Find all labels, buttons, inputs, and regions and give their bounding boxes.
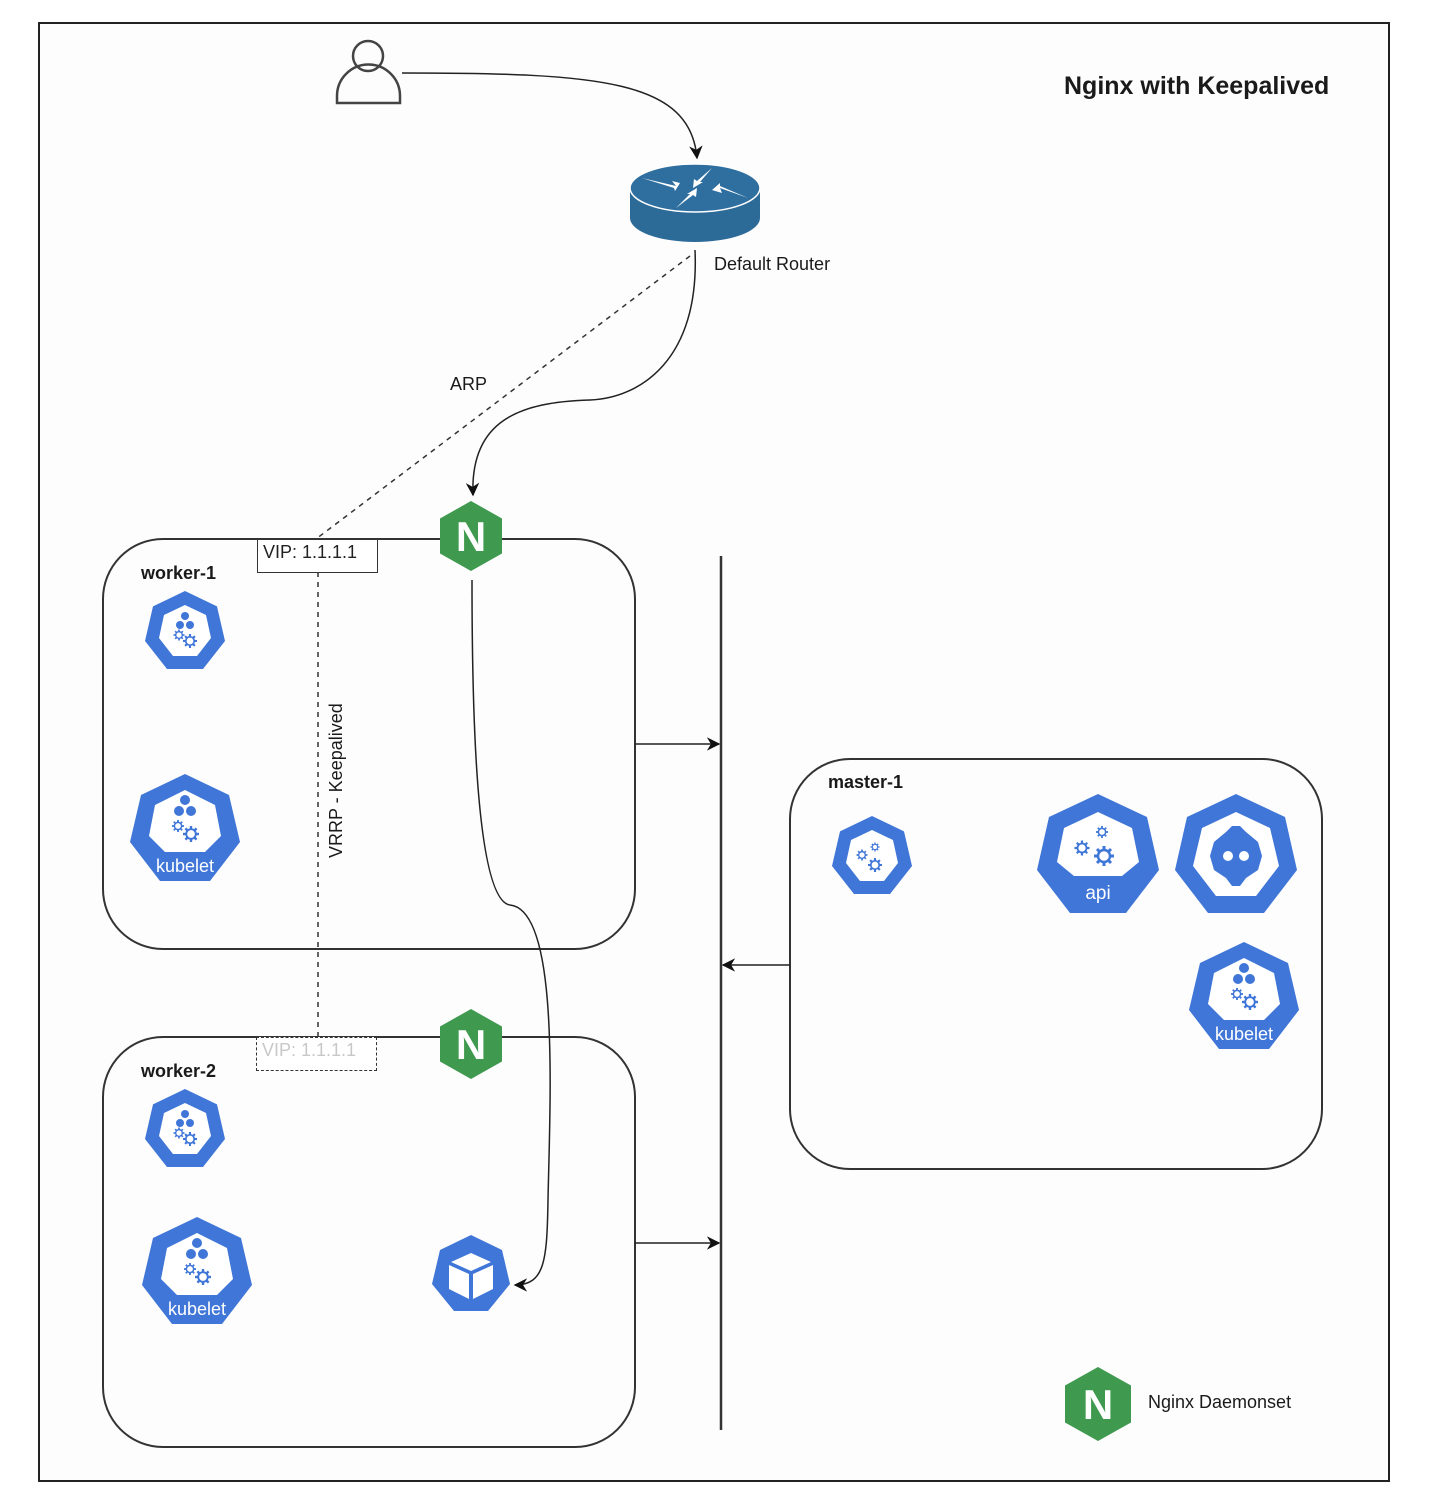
- nginx-worker-1-icon: N: [440, 501, 502, 571]
- worker-2-title: worker-2: [141, 1061, 217, 1081]
- kubelet-worker-1-label: kubelet: [156, 856, 214, 876]
- etcd-icon: [1175, 794, 1297, 913]
- api-server-icon: api: [1037, 794, 1159, 913]
- nginx-worker-2-letter: N: [456, 1021, 486, 1068]
- user-icon: [335, 39, 402, 105]
- kube-proxy-worker-2-icon: [145, 1089, 225, 1167]
- kube-proxy-worker-1-icon: [145, 591, 225, 669]
- router-icon: [629, 163, 761, 242]
- api-server-label: api: [1085, 883, 1110, 904]
- master-1-node: [789, 758, 1323, 1170]
- kubelet-worker-2-icon: kubelet: [142, 1217, 252, 1324]
- router-label: Default Router: [714, 254, 831, 274]
- kubelet-master-1-icon: kubelet: [1189, 942, 1299, 1049]
- nginx-legend-icon: N: [1065, 1367, 1131, 1441]
- vip-worker-2-badge: VIP: 1.1.1.1: [256, 1037, 377, 1071]
- nginx-legend-letter: N: [1083, 1381, 1113, 1428]
- kubelet-master-1-label: kubelet: [1215, 1024, 1273, 1044]
- legend-label: Nginx Daemonset: [1148, 1392, 1292, 1412]
- arp-label: ARP: [450, 374, 488, 394]
- arp-edge: [315, 255, 691, 540]
- user-to-router-edge: [401, 72, 703, 160]
- nginx-worker-2-icon: N: [440, 1009, 502, 1079]
- master-1-title: master-1: [828, 772, 904, 792]
- nginx-worker-1-letter: N: [456, 513, 486, 560]
- kubelet-worker-2-label: kubelet: [168, 1299, 226, 1319]
- router-to-nginx-edge: [465, 249, 696, 497]
- worker-1-title: worker-1: [141, 563, 217, 583]
- vrrp-label: VRRP - Keepalived: [326, 703, 346, 858]
- vip-worker-1-badge: VIP: 1.1.1.1: [257, 539, 378, 573]
- controller-manager-icon: [832, 816, 912, 894]
- nginx-to-pod-edge: [471, 579, 551, 1292]
- diagram-title: Nginx with Keepalived: [1064, 72, 1330, 100]
- kubelet-worker-1-icon: kubelet: [130, 774, 240, 881]
- pod-icon: [432, 1235, 510, 1311]
